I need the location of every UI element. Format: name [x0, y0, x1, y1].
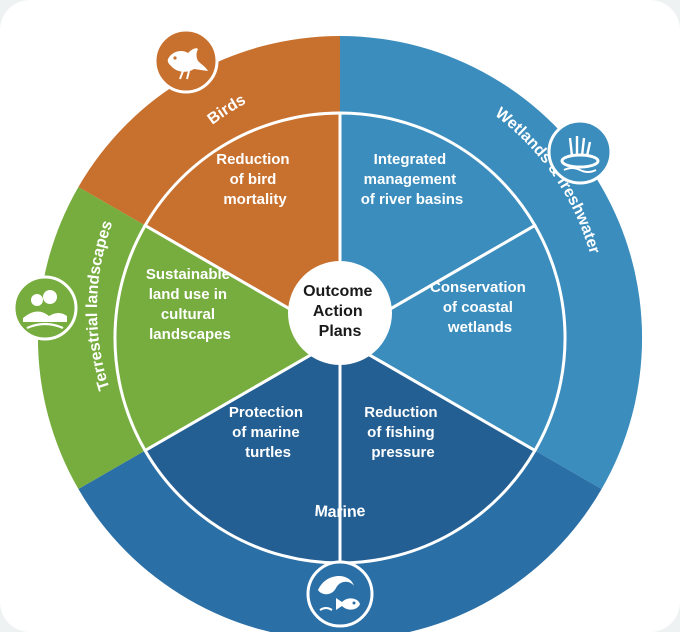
center-label: Outcome Action Plans — [303, 283, 377, 340]
ring-label-marine: Marine — [314, 503, 366, 521]
segment-coastal-wetlands — [336, 223, 567, 453]
segment-marine-turtles — [143, 335, 342, 565]
segment-label-river-basins: Integrated management of river basins — [361, 151, 464, 208]
landscape-icon — [12, 275, 78, 341]
segment-label-marine-turtles: Protection of marine turtles — [229, 404, 307, 461]
center-hub — [288, 261, 392, 365]
segment-fishing-pressure — [338, 335, 537, 565]
segment-label-coastal-wetlands: Conservation of coastal wetlands — [430, 279, 530, 336]
segment-bird-mortality — [143, 111, 342, 341]
wetland-icon — [547, 119, 613, 185]
segment-river-basins — [338, 111, 537, 341]
segment-cultural-landscapes — [113, 223, 344, 453]
wave-fish-icon — [306, 560, 374, 628]
bird-icon — [153, 28, 219, 94]
segment-label-bird-mortality: Reduction of bird mortality — [216, 151, 294, 208]
inner-wheel — [113, 111, 567, 565]
segment-label-cultural-landscapes: Sustainable land use in cultural landsca… — [146, 266, 234, 343]
segment-label-fishing-pressure: Reduction of fishing pressure — [364, 404, 442, 461]
